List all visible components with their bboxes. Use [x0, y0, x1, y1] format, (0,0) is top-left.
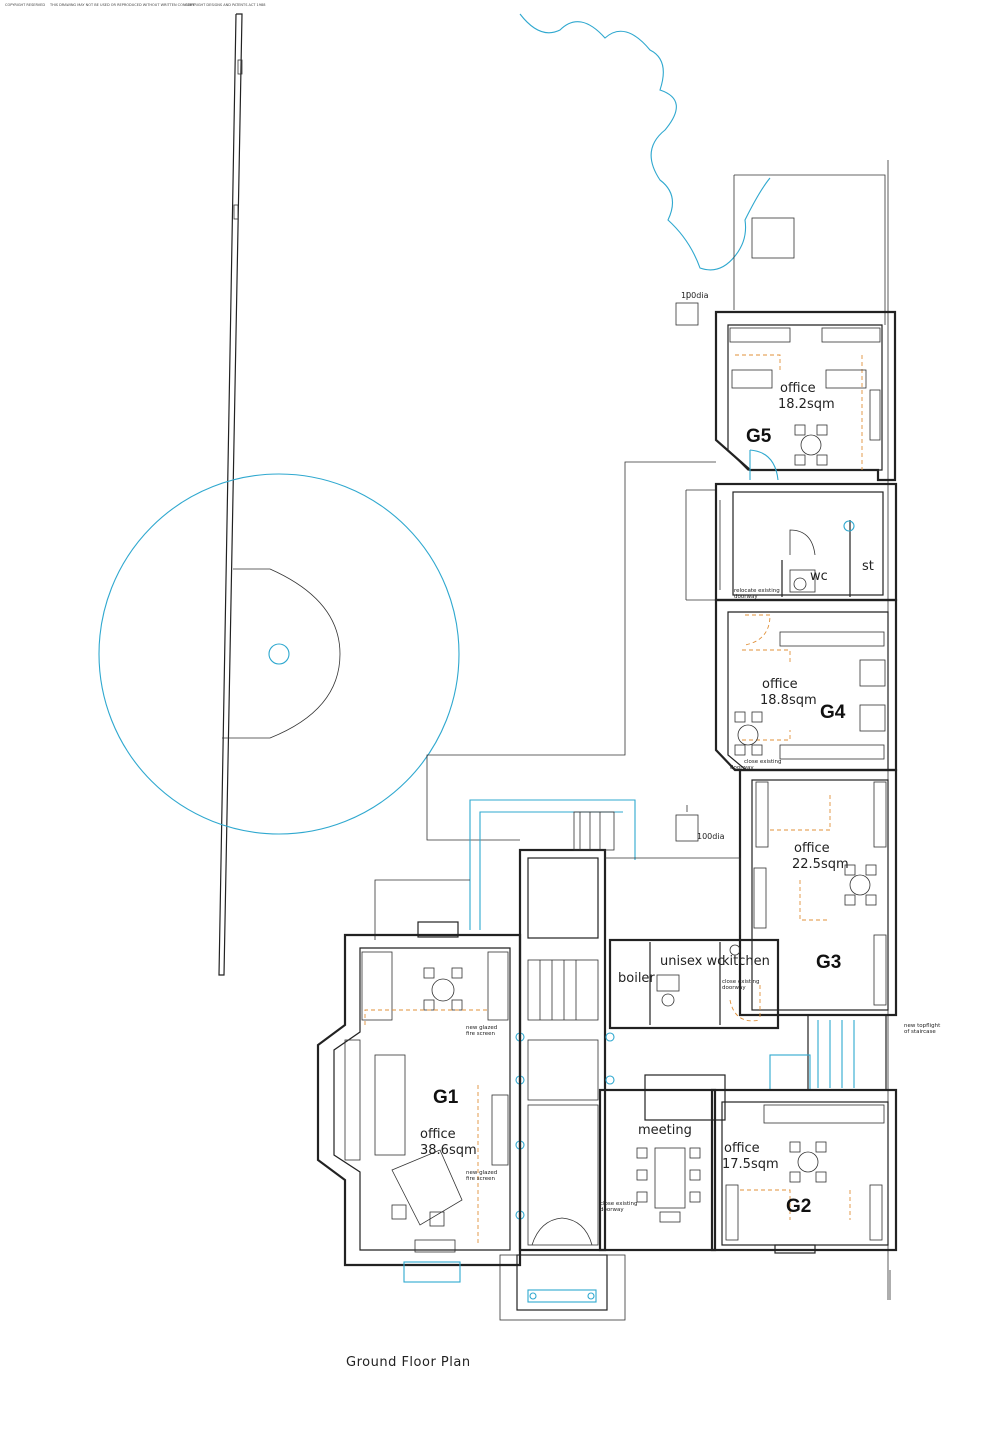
drawing-title: Ground Floor Plan [346, 1355, 471, 1370]
g1-room-area: 38.6sqm [420, 1143, 477, 1158]
room-wc: wc st relocate existing doorway [714, 482, 898, 602]
header-notes: COPYRIGHT RESERVED THIS DRAWING MAY NOT … [5, 3, 265, 7]
wc-room-label: wc [810, 569, 828, 584]
g5-room-label: office [780, 381, 816, 396]
entrance-hall [499, 848, 626, 1321]
g5-room-area: 18.2sqm [778, 397, 835, 412]
room-g4: office 18.8sqm G4 close existing doorway [714, 598, 898, 772]
g1-room-code: G1 [433, 1087, 459, 1108]
rear-outline [374, 799, 741, 940]
header-note-copyright: COPYRIGHT RESERVED [5, 3, 45, 7]
g4-room-code: G4 [820, 702, 846, 723]
unisex-wc-label: unisex wc [660, 954, 724, 969]
note-close-kitchen-1: close existing [722, 979, 760, 985]
g3-room-code: G3 [816, 952, 841, 973]
note-fire-screen-1b: fire screen [466, 1031, 496, 1037]
note-close-g4-2: doorway [730, 765, 754, 771]
service-rooms: boiler unisex wc kitchen close existing … [608, 938, 780, 1030]
g1-room-label: office [420, 1127, 456, 1142]
room-g2: office 17.5sqm G2 [710, 1088, 898, 1254]
note-fire-screen-2b: fire screen [466, 1176, 496, 1182]
note-relocate-2: doorway [734, 594, 758, 600]
dim-100dia-mid: 100dia [697, 832, 725, 841]
g4-room-label: office [762, 677, 798, 692]
g3-room-label: office [794, 841, 830, 856]
g3-room-area: 22.5sqm [792, 857, 849, 872]
room-g5: office 18.2sqm G5 [714, 310, 897, 482]
dim-100dia-top: 100dia [681, 291, 709, 300]
room-g1: G1 office 38.6sqm new glazed fire screen… [316, 921, 522, 1283]
g2-room-code: G2 [786, 1196, 811, 1217]
vent-markers: 100dia 100dia [675, 291, 725, 842]
kitchen-label: kitchen [722, 954, 770, 969]
note-topflight-1: new topflight [904, 1023, 941, 1029]
header-note-act: COPYRIGHT DESIGNS AND PATENTS ACT 1988 [185, 3, 265, 7]
note-fire-screen-2a: new glazed [466, 1170, 497, 1176]
note-topflight-2: of staircase [904, 1029, 936, 1035]
room-g3: office 22.5sqm G3 [738, 768, 898, 1017]
g4-room-area: 18.8sqm [760, 693, 817, 708]
hedge-outline [519, 13, 771, 271]
rear-staircase: new topflight of staircase [769, 1014, 941, 1091]
note-close-meeting-1: close existing [600, 1201, 638, 1207]
tree-canopy [98, 473, 460, 835]
g5-room-code: G5 [746, 426, 772, 447]
g2-room-label: office [724, 1141, 760, 1156]
note-close-g4-1: close existing [744, 759, 782, 765]
note-fire-screen-1a: new glazed [466, 1025, 497, 1031]
note-relocate-1: relocate existing [734, 588, 780, 594]
g2-room-area: 17.5sqm [722, 1157, 779, 1172]
site-boundary [218, 13, 243, 976]
header-note-reproduction: THIS DRAWING MAY NOT BE USED OR REPRODUC… [49, 3, 196, 7]
boiler-room-label: boiler [618, 971, 655, 986]
meeting-room-label: meeting [638, 1123, 692, 1138]
room-meeting: meeting close existing doorway [598, 1074, 726, 1252]
note-close-meeting-2: doorway [600, 1207, 624, 1213]
store-room-label: st [862, 559, 874, 574]
note-close-kitchen-2: doorway [722, 985, 746, 991]
